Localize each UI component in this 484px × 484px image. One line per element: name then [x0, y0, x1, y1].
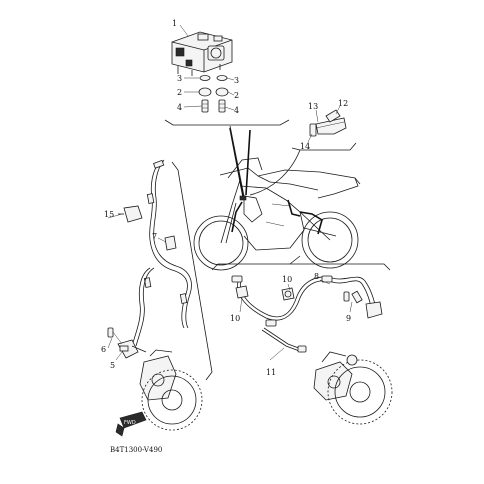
- callout-3a: 3: [177, 74, 182, 83]
- callout-11: 11: [266, 368, 276, 377]
- callout-2a: 2: [177, 88, 182, 97]
- abs-to-bike-leader: [229, 125, 245, 197]
- callout-15: 15: [104, 210, 114, 219]
- callout-13: 13: [308, 102, 318, 111]
- fwd-text: FWD: [124, 420, 136, 426]
- cable-tie-11[interactable]: [261, 327, 307, 361]
- motorcycle-outline: [193, 157, 361, 271]
- callout-7: 7: [152, 232, 157, 241]
- rear-clamps-10[interactable]: [235, 285, 295, 301]
- front-sensor-lead[interactable]: [131, 159, 192, 347]
- callout-10a: 10: [282, 275, 292, 284]
- front-clamp-15[interactable]: [118, 205, 143, 223]
- callout-14: 14: [300, 142, 310, 151]
- callout-10b: 10: [230, 314, 240, 323]
- diagram-code: B4T1300-V490: [110, 446, 162, 454]
- abs-callout-leaders: [179, 24, 235, 111]
- callout-5: 5: [110, 361, 115, 370]
- rear-sensor-lead[interactable]: [231, 275, 377, 327]
- rear-wheel-sensor[interactable]: [351, 290, 383, 319]
- rear-callout-leaders: [107, 213, 353, 361]
- callout-4a: 4: [177, 103, 182, 112]
- callout-1: 1: [172, 19, 177, 28]
- bike-wiring-highlights: [229, 127, 323, 235]
- front-group-bracket: [171, 161, 213, 381]
- abs-mount-hardware: [198, 75, 229, 113]
- rear-to-bike-leader: [289, 255, 301, 265]
- callout-8: 8: [314, 272, 319, 281]
- ecu-bracket-assembly[interactable]: [309, 109, 347, 137]
- abs-group-bracket: [164, 119, 290, 126]
- callout-6: 6: [101, 345, 106, 354]
- rear-group-bracket: [211, 263, 391, 271]
- fwd-arrow-badge: FWD: [115, 411, 147, 437]
- ecu-group-bracket: [291, 142, 357, 151]
- ecu-to-bike-leader: [249, 149, 301, 196]
- callout-2b: 2: [234, 91, 239, 100]
- abs-hydraulic-unit[interactable]: [171, 31, 233, 76]
- ecu-callout-leaders: [307, 105, 341, 143]
- front-brake-caliper-area: [139, 349, 203, 431]
- callout-9: 9: [346, 314, 351, 323]
- callout-3b: 3: [234, 76, 239, 85]
- callout-12: 12: [338, 99, 348, 108]
- front-wheel-sensor[interactable]: [117, 339, 147, 359]
- rear-caliper-area: [313, 351, 393, 425]
- sensor-bolt-6: [107, 327, 123, 345]
- front-clip-7[interactable]: [164, 235, 177, 251]
- rear-sensor-bolt-9: [343, 291, 350, 302]
- callout-4b: 4: [234, 106, 239, 115]
